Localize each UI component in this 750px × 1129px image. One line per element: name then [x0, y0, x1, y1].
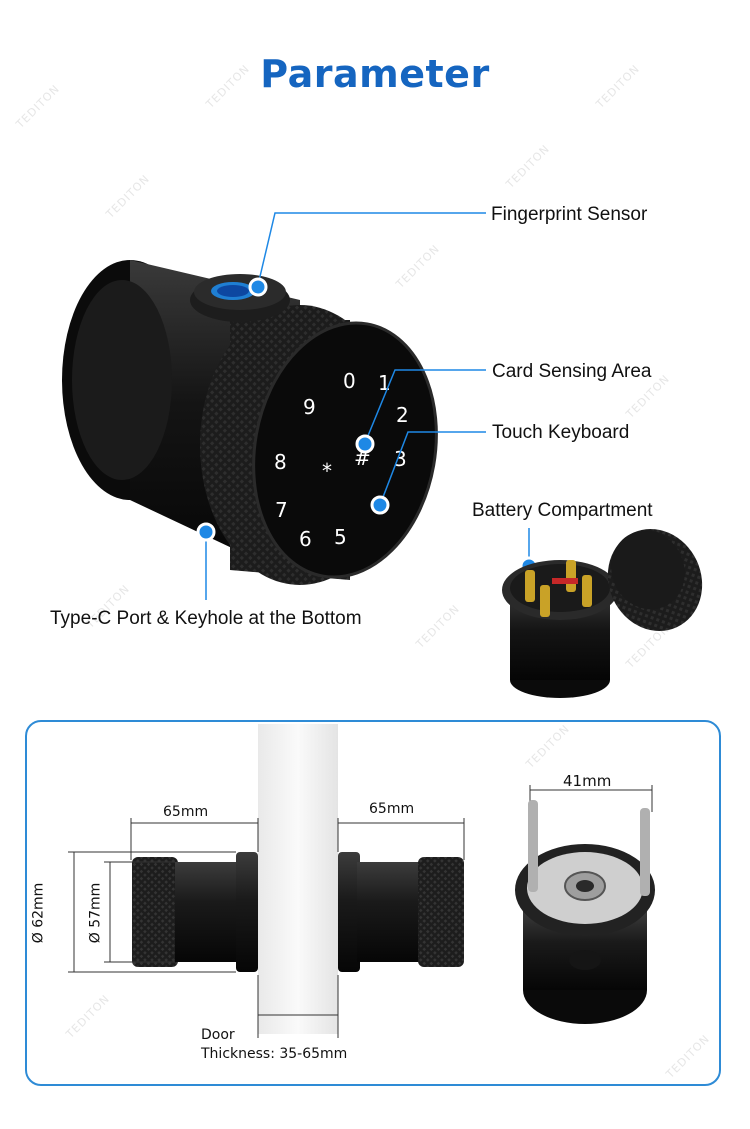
callout-fingerprint-sensor: Fingerprint Sensor	[491, 204, 648, 225]
key-0: 0	[343, 369, 356, 393]
key-star: *	[322, 459, 332, 483]
dimension-right-length: 65mm	[369, 801, 415, 817]
key-8: 8	[274, 450, 287, 474]
key-7: 7	[275, 498, 288, 522]
key-6: 6	[299, 527, 312, 551]
key-2: 2	[396, 403, 409, 427]
page-title: Parameter	[260, 52, 490, 96]
dimensions-panel	[25, 720, 721, 1086]
door-label: Door	[201, 1027, 235, 1043]
door-thickness-label: Thickness: 35-65mm	[201, 1046, 348, 1062]
key-3: 3	[394, 447, 407, 471]
dimension-spindle-spacing: 41mm	[563, 772, 612, 790]
callout-typec-port: Type-C Port & Keyhole at the Bottom	[50, 608, 362, 629]
lock-illustration: 0 1 2 3 4 5 6 7 8 9 * #	[62, 212, 703, 698]
dimension-inner-diameter: Ø 57mm	[87, 882, 104, 944]
callout-battery-compartment: Battery Compartment	[472, 500, 653, 521]
dimension-left-length: 65mm	[163, 804, 209, 820]
callout-card-sensing-area: Card Sensing Area	[492, 361, 652, 382]
key-5: 5	[334, 525, 347, 549]
dimension-outer-diameter: Ø 62mm	[30, 882, 47, 944]
callout-touch-keyboard: Touch Keyboard	[492, 422, 630, 443]
key-9: 9	[303, 395, 316, 419]
